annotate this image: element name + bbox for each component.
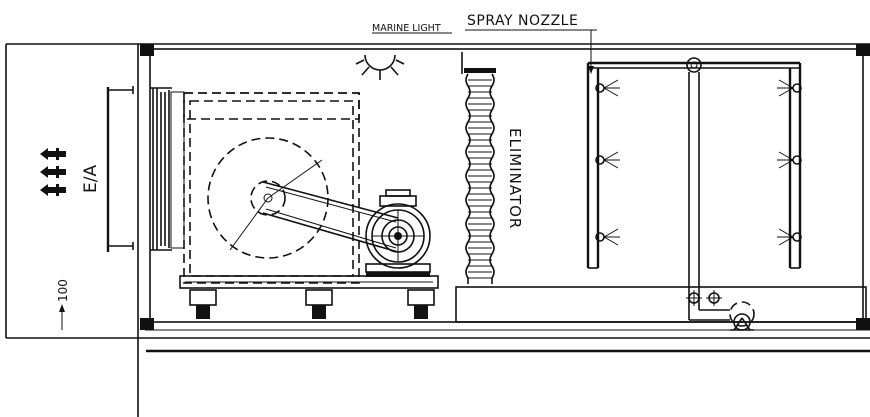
spray-nozzle-label: SPRAY NOZZLE (467, 13, 578, 29)
unit-housing (137, 43, 870, 417)
drive-belt (262, 181, 399, 253)
flexible-connection (150, 87, 185, 251)
fan-motor (365, 189, 431, 277)
marine-light-icon (355, 54, 405, 80)
exhaust-air-label: E/A (81, 165, 101, 193)
spray-nozzles (595, 79, 802, 246)
outlet-damper (106, 86, 134, 252)
dimension-marker (59, 304, 65, 330)
marine-light-label: MARINE LIGHT (372, 23, 441, 34)
eliminator-label: ELIMINATOR (506, 128, 524, 229)
circulation-pump (729, 301, 755, 331)
fan-pulley (229, 159, 323, 251)
spray-header-piping (586, 57, 802, 321)
fan-base-frame (179, 275, 439, 289)
exhaust-air-arrows-icon (40, 148, 66, 196)
eliminator-bank (461, 52, 496, 284)
valves (686, 290, 722, 306)
water-sump (455, 286, 867, 323)
exhaust-section (5, 43, 138, 339)
dimension-label: 100 (56, 279, 70, 302)
fan-casing (183, 92, 360, 284)
vibration-isolators (189, 289, 435, 319)
